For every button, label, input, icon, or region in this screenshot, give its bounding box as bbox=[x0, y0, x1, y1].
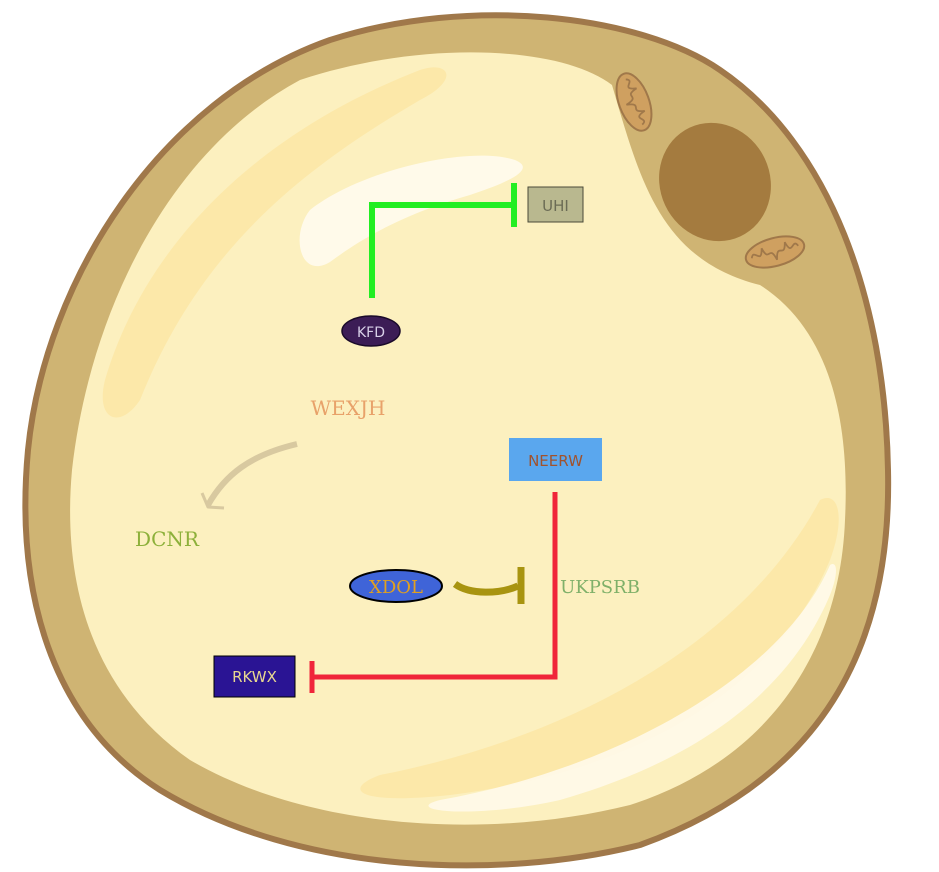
svg-text:UHI: UHI bbox=[542, 197, 569, 215]
cytoplasm-highlight bbox=[299, 155, 523, 267]
node-xdol[interactable]: XDOL bbox=[349, 569, 443, 603]
node-kfd[interactable]: KFD bbox=[341, 315, 401, 347]
cytoplasm-highlight bbox=[102, 67, 447, 418]
edge-wexjh-dcnr bbox=[200, 441, 298, 510]
mitochondrion-icon bbox=[744, 235, 806, 269]
edge-kfd-uhi bbox=[369, 183, 517, 298]
node-dcnr[interactable]: DCNR bbox=[135, 527, 200, 551]
cytoplasm-highlight bbox=[360, 498, 839, 799]
svg-text:NEERW: NEERW bbox=[528, 452, 583, 470]
edge-neerw-rkwx bbox=[309, 492, 558, 693]
node-neerw[interactable]: NEERW bbox=[509, 438, 602, 481]
mitochondrion-icon bbox=[615, 72, 653, 132]
node-rkwx[interactable]: RKWX bbox=[213, 655, 296, 698]
edge-xdol-ukpsrb bbox=[452, 567, 525, 604]
node-uhi[interactable]: UHI bbox=[527, 186, 584, 223]
svg-text:UKPSRB: UKPSRB bbox=[560, 577, 640, 598]
cytoplasm bbox=[70, 52, 846, 825]
node-wexjh[interactable]: WEXJH bbox=[311, 396, 386, 420]
svg-text:RKWX: RKWX bbox=[232, 668, 277, 686]
svg-text:KFD: KFD bbox=[357, 325, 385, 341]
nucleus bbox=[659, 122, 771, 242]
svg-text:WEXJH: WEXJH bbox=[311, 396, 386, 420]
svg-text:XDOL: XDOL bbox=[369, 577, 423, 598]
svg-text:DCNR: DCNR bbox=[135, 527, 200, 551]
cytoplasm-highlight bbox=[428, 564, 836, 812]
node-ukpsrb[interactable]: UKPSRB bbox=[560, 577, 640, 598]
